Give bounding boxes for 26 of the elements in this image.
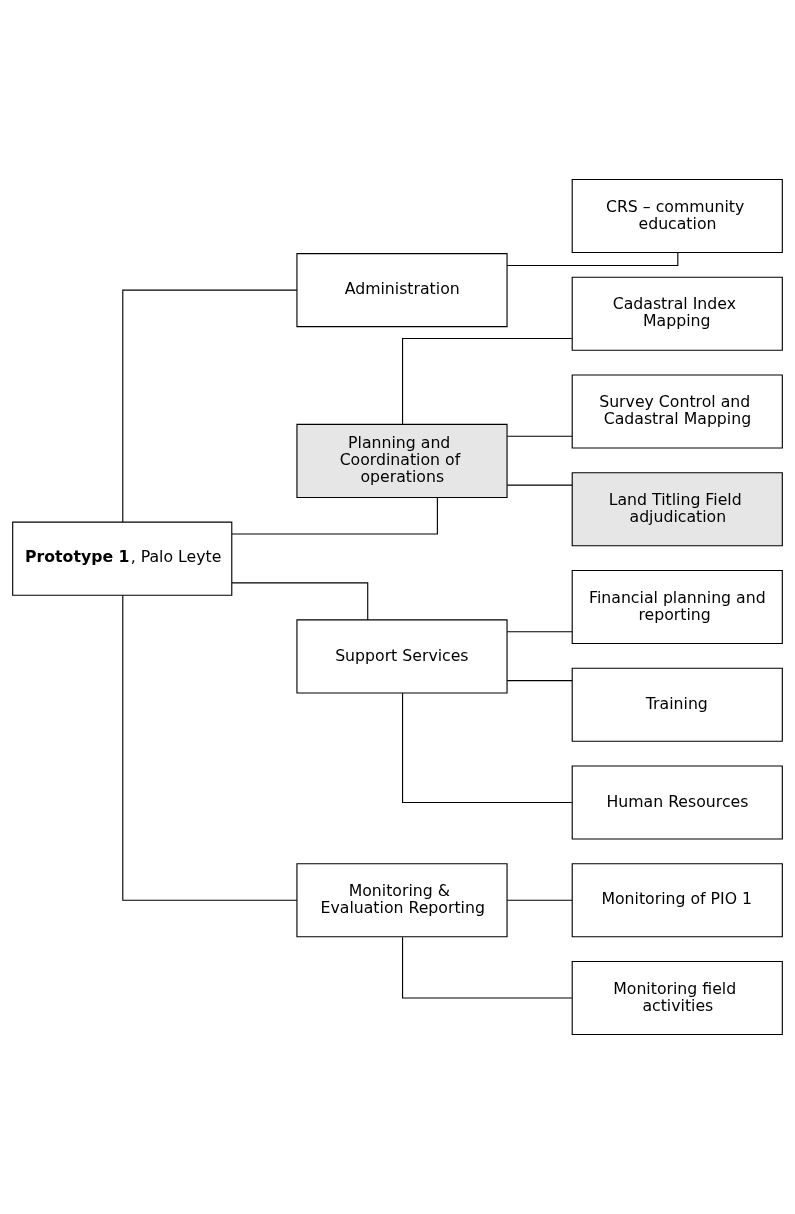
connector [231, 497, 438, 535]
connector [402, 337, 573, 425]
node-box: Administration [296, 253, 508, 328]
node-box: Financial planning and reporting [571, 569, 783, 645]
node-box: Cadastral Index Mapping [571, 276, 783, 351]
node-box: Support Services [296, 619, 508, 694]
node-box: CRS – community education [571, 178, 783, 254]
node-box: Human Resources [571, 765, 783, 840]
connector [506, 680, 573, 682]
node-box: Monitoring field activities [571, 960, 783, 1036]
connector [122, 594, 298, 901]
node-box: Training [571, 667, 783, 742]
node-box: Monitoring & Evaluation Reporting [296, 863, 508, 938]
node-box: Survey Control and Cadastral Mapping [571, 374, 783, 449]
connector [506, 435, 573, 437]
node-box: Monitoring of PIO 1 [571, 863, 783, 938]
connector [506, 631, 573, 633]
connector [506, 484, 573, 486]
node-box: Land Titling Field adjudication [571, 472, 783, 547]
connector [122, 289, 298, 523]
connector [402, 936, 573, 999]
node-box: Planning and Coordination of operations [296, 423, 508, 498]
connector [402, 692, 573, 804]
connector [231, 582, 369, 621]
node-box: Prototype 1, Palo Leyte [12, 521, 233, 596]
connector [506, 899, 573, 901]
